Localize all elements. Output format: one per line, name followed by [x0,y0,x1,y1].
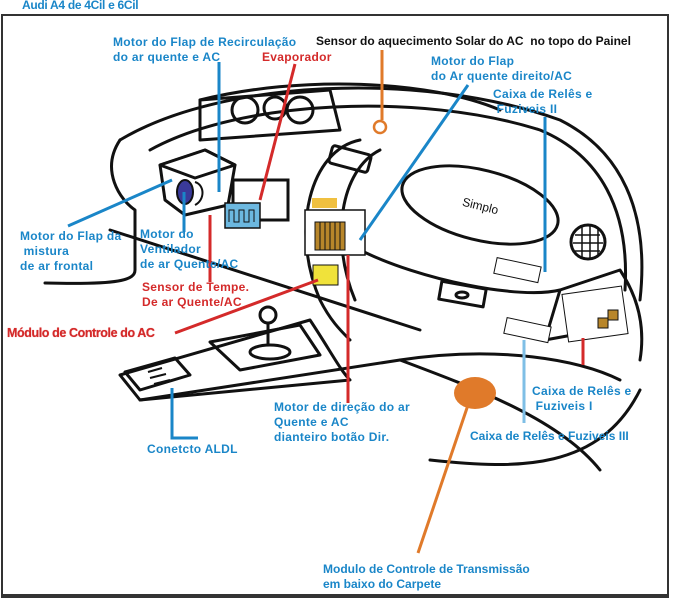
label-transmission-module: Modulo de Controle de Transmissão em bai… [323,562,530,591]
dash-top-inner2 [198,82,502,112]
latch-handle [454,290,470,300]
solar-sensor-marker [372,119,388,135]
relay-box-2 [493,257,542,284]
relay-box-1 [561,285,629,343]
label-aldl-connector: Conetcto ALDL [147,442,238,456]
evaporator-core [224,202,261,229]
label-direction-motor: Motor de direção do ar Quente e AC diant… [274,400,410,444]
diagram-frame [1,14,669,598]
dash-top-inner [148,104,628,292]
label-relay-fuse-box-1: Caixa de Relês e Fuziveis I [532,384,632,413]
dash-left-lower [108,228,422,332]
gauge-cluster [198,88,342,142]
radio-slot [327,144,373,174]
blower-top [158,148,237,180]
glovebox-body [358,248,644,362]
gauge-3 [285,95,315,125]
label-right-hot-air-flap-motor: Motor do Flap do Ar quente direito/AC [431,54,573,83]
gauge-1 [230,95,260,125]
label-temp-sensor: Sensor de Tempe. De ar Quente/AC [142,280,250,309]
pointer-aldl [170,388,198,440]
shifter-tray [208,323,322,372]
glovebox-lid [400,164,560,246]
floor-bottom [428,388,642,466]
label-solar-sensor: Sensor do aquecimento Solar do AC no top… [316,34,631,48]
pointer-right-flap [358,84,470,241]
pointer-transmission [416,404,470,554]
yellow-tab [312,198,337,208]
pointer-ac-module [174,278,319,335]
label-recirc-flap-motor: Motor do Flap de Recirculação do ar quen… [113,35,297,64]
aldl-housing [123,356,192,392]
label-ac-control-module: Módulo de Controle do AC [7,326,155,340]
dash-left-wing [43,138,137,285]
label-evaporator: Evaporador [262,50,332,64]
diagram-title: Audi A4 de 4Cil e 6Cil [22,0,139,12]
vent-grille [569,223,607,261]
ac-control-module-box [312,264,339,286]
console-side [118,318,352,402]
shifter-knob [258,305,278,325]
label-front-mix-flap-motor: Motor do Flap da mistura de ar frontal [20,229,122,273]
label-relay-fuse-box-3: Caixa de Relês e Fuziveis III [470,429,629,443]
label-blower-motor: Motor do Ventilador de ar Quente/AC [140,227,239,271]
shifter-boot [248,343,292,361]
transmission-module-marker [454,377,496,409]
glovebox-latch [437,279,488,309]
relay-box-3 [503,317,552,344]
pointer-evaporator [258,63,297,201]
label-relay-fuse-box-2: Caixa de Relês e Fuziveis II [493,87,593,116]
pointer-mix-flap [67,178,173,228]
floor-right [398,358,602,472]
